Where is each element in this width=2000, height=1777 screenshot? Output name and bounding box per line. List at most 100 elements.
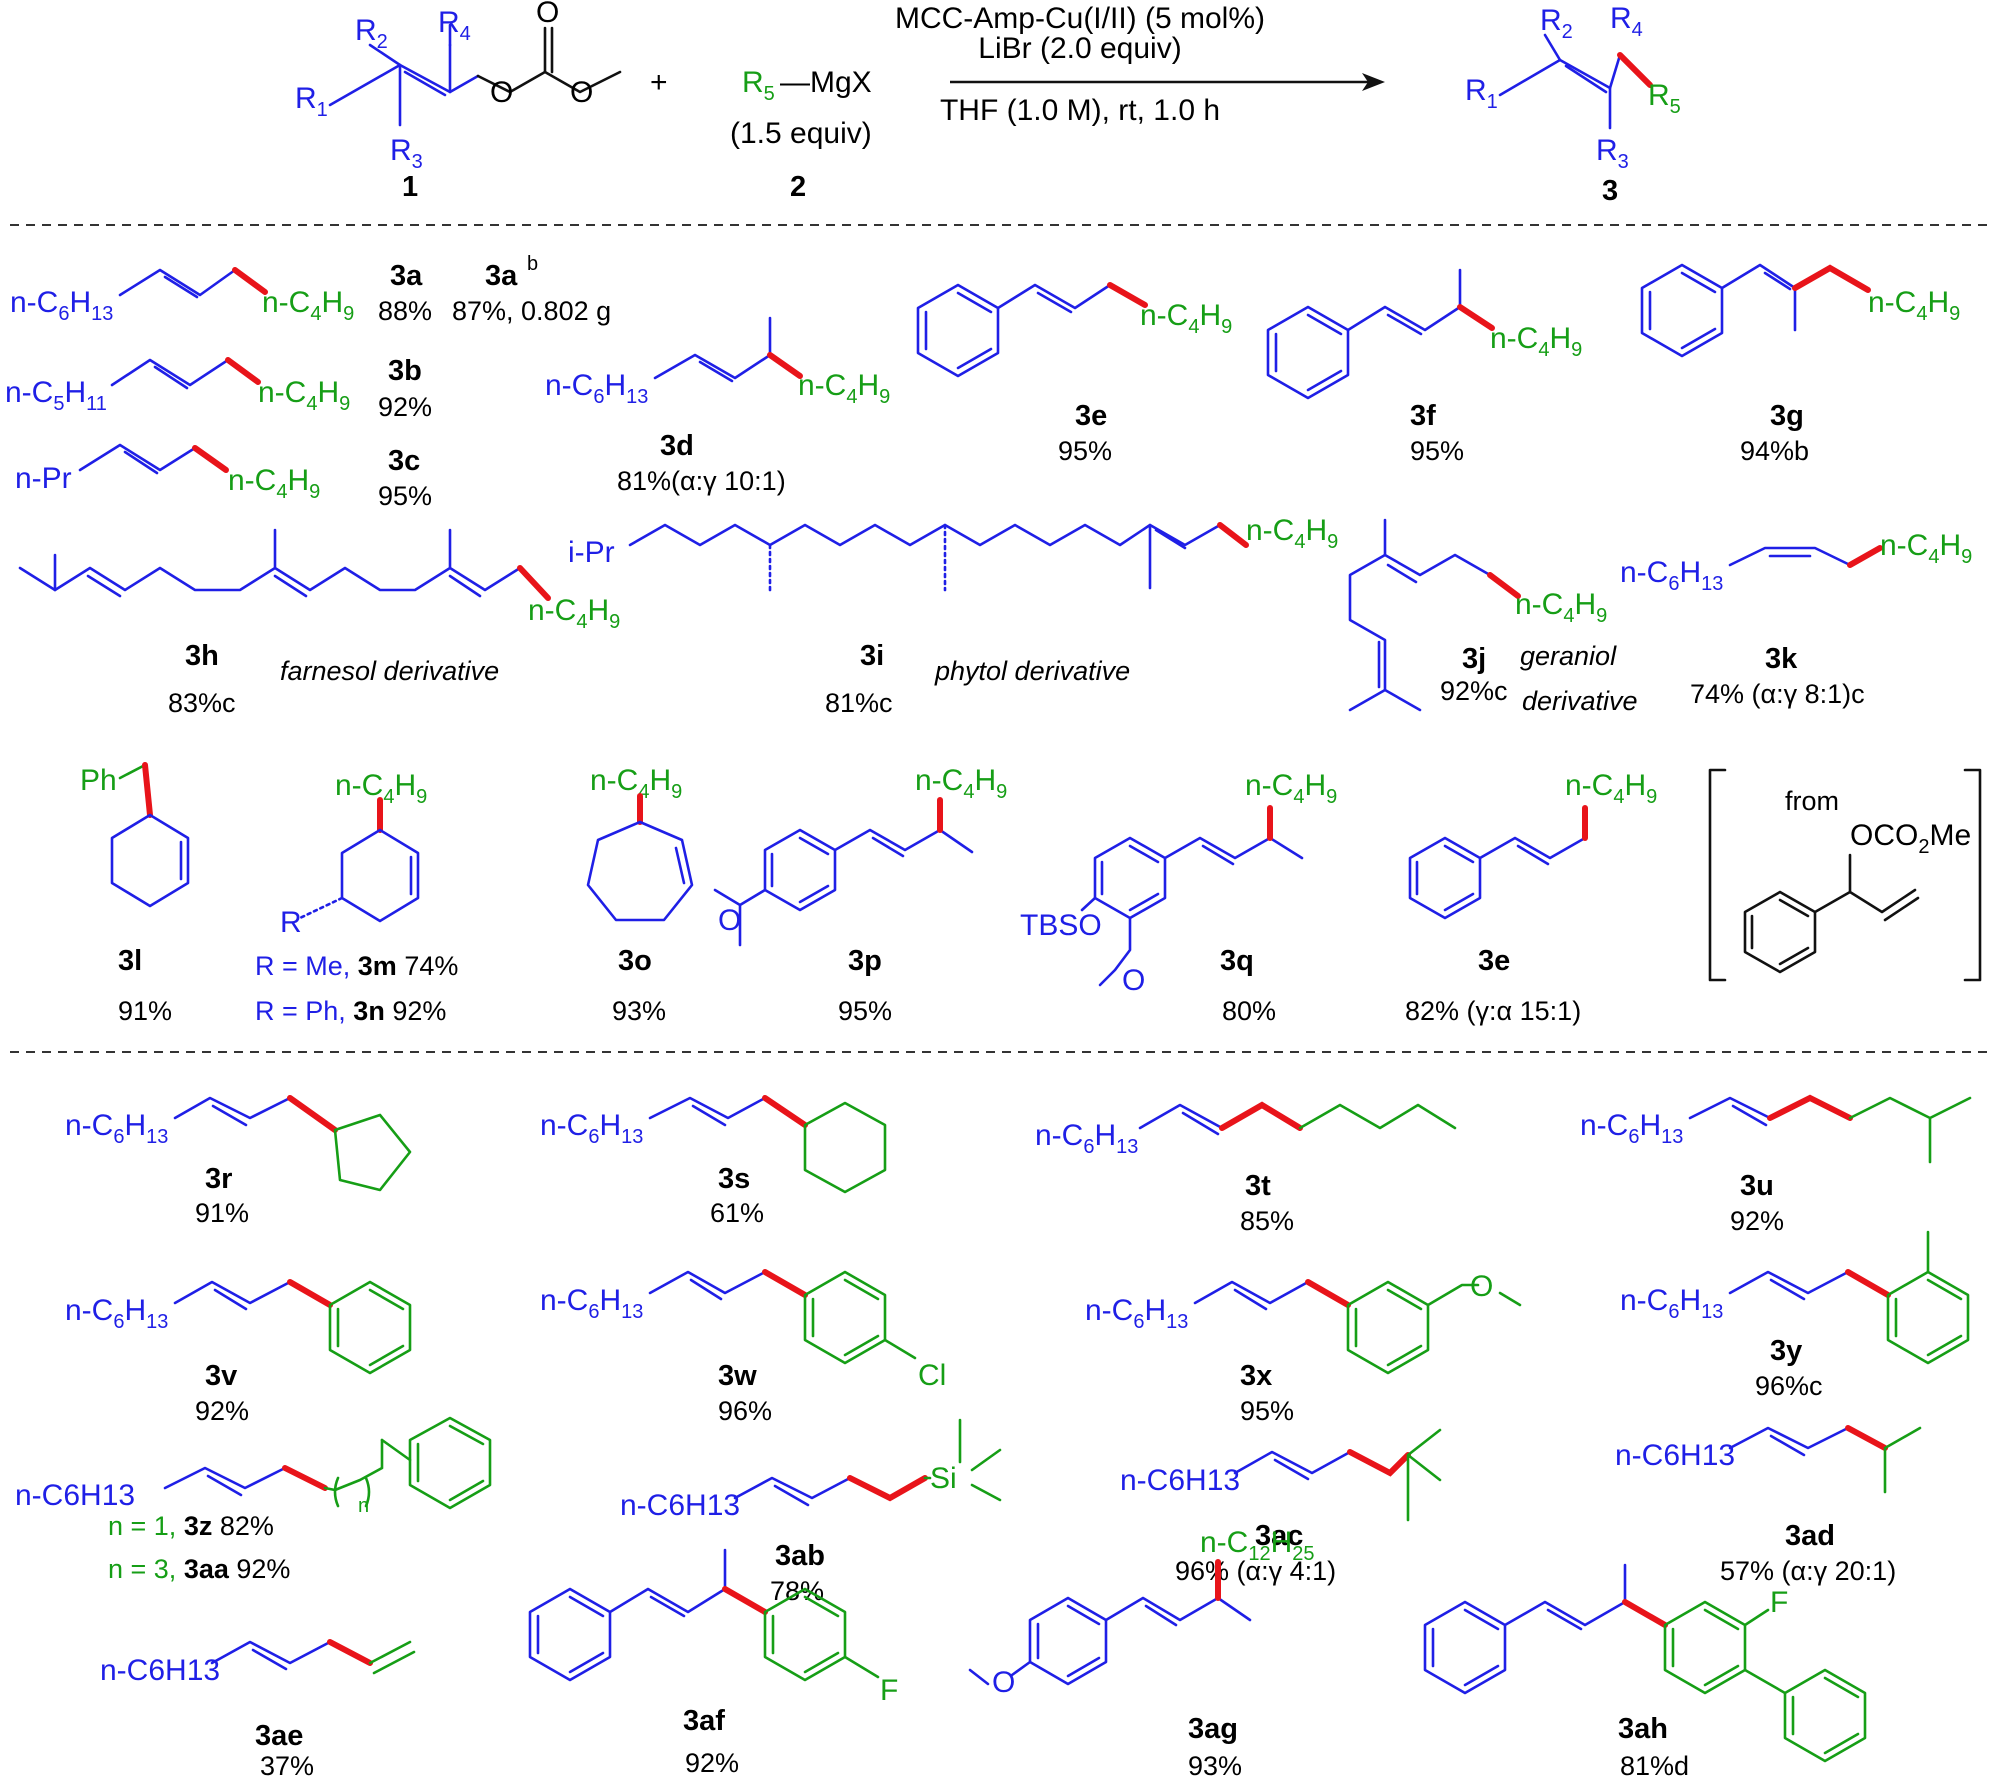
- svg-text:n-C4H9: n-C4H9: [1880, 529, 1972, 568]
- svg-text:3q: 3q: [1220, 945, 1254, 977]
- svg-text:n-C6H13: n-C6H13: [1620, 1284, 1723, 1323]
- svg-text:geraniol: geraniol: [1520, 641, 1617, 671]
- svg-text:—MgX: —MgX: [780, 66, 872, 99]
- svg-text:93%: 93%: [612, 996, 666, 1026]
- svg-text:F: F: [1770, 1586, 1788, 1619]
- svg-text:96% (α:γ 4:1): 96% (α:γ 4:1): [1175, 1556, 1336, 1586]
- compound-3af: F 3af 92%: [528, 1548, 898, 1777]
- svg-text:3ad: 3ad: [1785, 1520, 1835, 1552]
- svg-text:n-C4H9: n-C4H9: [915, 764, 1007, 803]
- svg-text:n-C4H9: n-C4H9: [258, 376, 350, 415]
- svg-text:3a: 3a: [485, 260, 518, 292]
- svg-text:n-C4H9: n-C4H9: [590, 764, 682, 803]
- compound-3l: Ph 3l 91%: [80, 762, 190, 1026]
- svg-text:n-C6H13: n-C6H13: [1580, 1109, 1683, 1148]
- compound-3w: n-C6H13 Cl 3w 96%: [540, 1269, 946, 1426]
- compound-3o: n-C4H9 3o 93%: [586, 764, 694, 1026]
- svg-text:3i: 3i: [860, 640, 884, 672]
- svg-text:96%c: 96%c: [1755, 1371, 1823, 1401]
- svg-text:3f: 3f: [1410, 400, 1436, 432]
- svg-text:80%: 80%: [1222, 996, 1276, 1026]
- additive-text: LiBr (2.0 equiv): [978, 32, 1181, 65]
- svg-text:n-C4H9: n-C4H9: [528, 594, 620, 633]
- svg-text:n-C4H9: n-C4H9: [1490, 322, 1582, 361]
- compound-3u: n-C6H13 3u 92%: [1580, 1094, 1972, 1236]
- compound-3j: n-C4H9 3j geraniol 92%c derivative: [1348, 518, 1638, 716]
- svg-text:85%: 85%: [1240, 1206, 1294, 1236]
- compound-3m-3n: n-C4H9 R R = Me, 3m 74% R = Ph, 3n 92%: [255, 769, 458, 1026]
- catalyst-text: MCC-Amp-Cu(I/II) (5 mol%): [895, 2, 1265, 35]
- svg-text:3h: 3h: [185, 640, 219, 672]
- svg-text:i-Pr: i-Pr: [568, 536, 615, 569]
- svg-text:R1: R1: [1465, 74, 1498, 113]
- grignard-equiv: (1.5 equiv): [730, 117, 872, 150]
- svg-text:n-C6H13: n-C6H13: [1615, 1439, 1735, 1472]
- compound-3r: n-C6H13 3r 91%: [65, 1095, 412, 1228]
- reaction-arrow-block: MCC-Amp-Cu(I/II) (5 mol%) LiBr (2.0 equi…: [895, 2, 1385, 127]
- conditions-text: THF (1.0 M), rt, 1.0 h: [940, 94, 1220, 127]
- svg-text:93%: 93%: [1188, 1751, 1242, 1777]
- svg-text:3p: 3p: [848, 945, 882, 977]
- svg-text:83%c: 83%c: [168, 688, 236, 718]
- svg-text:n-C6H13: n-C6H13: [65, 1294, 168, 1333]
- svg-text:n-C4H9: n-C4H9: [798, 369, 890, 408]
- svg-text:92%: 92%: [1730, 1206, 1784, 1236]
- svg-text:OCO2Me: OCO2Me: [1850, 819, 1971, 858]
- svg-text:n = 1, 3z 82%: n = 1, 3z 82%: [108, 1511, 274, 1541]
- svg-text:Ph: Ph: [80, 764, 117, 797]
- svg-text:n-C6H13: n-C6H13: [1120, 1464, 1240, 1497]
- svg-text:R = Me, 3m 74%: R = Me, 3m 74%: [255, 951, 458, 981]
- svg-text:3g: 3g: [1770, 400, 1804, 432]
- svg-text:F: F: [880, 1674, 898, 1707]
- svg-text:O: O: [718, 904, 741, 937]
- svg-text:n-C6H13: n-C6H13: [1085, 1294, 1188, 1333]
- svg-text:O: O: [536, 0, 559, 29]
- svg-text:95%: 95%: [1240, 1396, 1294, 1426]
- svg-text:R3: R3: [1596, 134, 1629, 173]
- svg-text:Cl: Cl: [918, 1359, 946, 1392]
- compound-3e: n-C4H9 3e 95%: [916, 282, 1232, 466]
- svg-text:95%: 95%: [1410, 436, 1464, 466]
- compound-3z-3aa: n-C6H13 n n = 1, 3z 82% n = 3, 3aa 92%: [15, 1416, 492, 1584]
- svg-text:81%(α:γ 10:1): 81%(α:γ 10:1): [617, 466, 786, 496]
- svg-text:O: O: [992, 1666, 1015, 1699]
- svg-text:92%: 92%: [685, 1748, 739, 1777]
- svg-text:81%c: 81%c: [825, 688, 893, 718]
- svg-text:3ah: 3ah: [1618, 1713, 1668, 1745]
- svg-text:n-C5H11: n-C5H11: [5, 376, 107, 415]
- svg-text:3ag: 3ag: [1188, 1713, 1238, 1745]
- svg-text:57% (α:γ 20:1): 57% (α:γ 20:1): [1720, 1556, 1896, 1586]
- compound-3ab: n-C6H13 Si 3ab 78%: [620, 1418, 1002, 1606]
- compound-3t: n-C6H13 3t 85%: [1035, 1101, 1457, 1236]
- svg-text:3af: 3af: [683, 1705, 725, 1737]
- svg-text:96%: 96%: [718, 1396, 772, 1426]
- compound-3a: n-C6H13 n-C4H9 3a 88%: [10, 260, 432, 326]
- svg-text:phytol derivative: phytol derivative: [934, 656, 1130, 686]
- svg-text:n-C4H9: n-C4H9: [1245, 769, 1337, 808]
- compound-3v: n-C6H13 3v 92%: [65, 1279, 412, 1426]
- svg-text:O: O: [490, 76, 513, 109]
- svg-text:3o: 3o: [618, 945, 652, 977]
- svg-text:R = Ph, 3n 92%: R = Ph, 3n 92%: [255, 996, 446, 1026]
- svg-text:R5: R5: [742, 66, 775, 105]
- svg-text:92%: 92%: [195, 1396, 249, 1426]
- svg-text:95%: 95%: [838, 996, 892, 1026]
- svg-text:n: n: [358, 1495, 369, 1517]
- product-label: 3: [1602, 175, 1618, 207]
- svg-text:derivative: derivative: [1522, 686, 1638, 716]
- svg-text:3b: 3b: [388, 355, 422, 387]
- svg-text:n-C4H9: n-C4H9: [1868, 286, 1960, 325]
- svg-text:82% (γ:α 15:1): 82% (γ:α 15:1): [1405, 996, 1581, 1026]
- svg-text:n-C6H13: n-C6H13: [1035, 1119, 1138, 1158]
- svg-text:95%: 95%: [378, 481, 432, 511]
- compound-3f: n-C4H9 3f 95%: [1266, 268, 1582, 466]
- svg-text:from: from: [1785, 786, 1839, 816]
- svg-text:91%: 91%: [118, 996, 172, 1026]
- svg-text:3j: 3j: [1462, 643, 1486, 675]
- svg-text:3v: 3v: [205, 1360, 237, 1392]
- svg-text:n-C6H13: n-C6H13: [15, 1479, 135, 1512]
- svg-text:O: O: [570, 76, 593, 109]
- svg-text:n-Pr: n-Pr: [15, 462, 72, 495]
- svg-text:n-C4H9: n-C4H9: [1140, 299, 1232, 338]
